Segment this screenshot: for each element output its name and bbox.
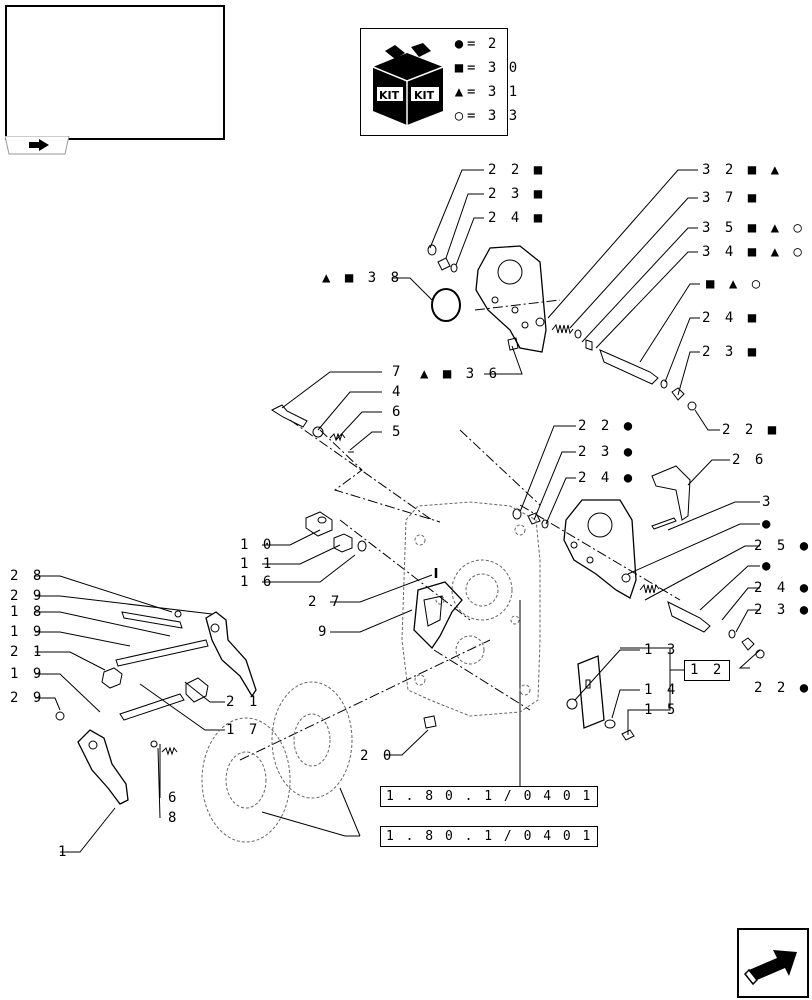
callout-19-lower: 1 9 xyxy=(10,666,45,682)
callout-22-dot-right: 2 2 ● xyxy=(754,680,812,696)
callout-3: 3 xyxy=(762,494,774,510)
callout-24-dot-right: 2 4 ● xyxy=(754,580,812,596)
kit-row-square: ■= 3 0 xyxy=(454,60,520,76)
callout-10: 1 0 xyxy=(240,537,275,553)
callout-13: 1 3 xyxy=(644,642,679,658)
callout-15: 1 5 xyxy=(644,702,679,718)
kit-box-icon xyxy=(372,43,444,125)
callout-18: 1 8 xyxy=(10,604,45,620)
callout-35: 3 5 ■ ▲ ○ xyxy=(702,220,805,236)
callout-24-square-right: 2 4 ■ xyxy=(702,310,760,326)
callout-23-dot: 2 3 ● xyxy=(578,444,636,460)
kit-row-circle: ○= 3 3 xyxy=(454,108,520,124)
kit-legend: KIT KIT ●= 2 ■= 3 0 ▲= 3 1 ○= 3 3 xyxy=(360,28,517,136)
callout-28: 2 8 xyxy=(10,568,45,584)
callout-21-right: 2 1 xyxy=(226,694,261,710)
callout-29-lower: 2 9 xyxy=(10,690,45,706)
callout-23-square: 2 3 ■ xyxy=(488,186,546,202)
callout-dot-a: ● xyxy=(762,516,774,532)
callout-21: 2 1 xyxy=(10,644,45,660)
back-arrow-icon[interactable] xyxy=(5,136,73,156)
callout-20: 2 0 xyxy=(360,748,395,764)
callout-kit-symbols: ■ ▲ ○ xyxy=(706,276,764,292)
callout-4: 4 xyxy=(392,384,404,400)
callout-dot-b: ● xyxy=(762,558,774,574)
reference-link-housing[interactable]: 1 . 8 0 . 1 / 0 4 0 1 xyxy=(380,786,599,807)
callout-9: 9 xyxy=(318,624,330,640)
callout-16: 1 6 xyxy=(240,574,275,590)
callout-14: 1 4 xyxy=(644,682,679,698)
callout-19: 1 9 xyxy=(10,624,45,640)
callout-29: 2 9 xyxy=(10,588,45,604)
kit-label-left: KIT xyxy=(379,89,400,102)
callout-32: 3 2 ■ ▲ xyxy=(702,162,783,178)
callout-7: 7 xyxy=(392,364,404,380)
callout-5: 5 xyxy=(392,424,404,440)
callout-6-lower: 6 xyxy=(168,790,180,806)
callout-23-dot-right: 2 3 ● xyxy=(754,602,812,618)
callout-23-square-right: 2 3 ■ xyxy=(702,344,760,360)
callout-36: ▲ ■ 3 6 xyxy=(420,366,501,382)
kit-label-right: KIT xyxy=(414,89,435,102)
next-page-arrow-icon xyxy=(743,950,797,986)
callout-6: 6 xyxy=(392,404,404,420)
callout-27: 2 7 xyxy=(308,594,343,610)
callout-25-dot: 2 5 ● xyxy=(754,538,812,554)
kit-row-triangle: ▲= 3 1 xyxy=(454,84,520,100)
callout-26: 2 6 xyxy=(732,452,767,468)
callout-17: 1 7 xyxy=(226,722,261,738)
next-page-button[interactable] xyxy=(737,928,809,998)
callout-22-dot: 2 2 ● xyxy=(578,418,636,434)
reference-link-gears[interactable]: 1 . 8 0 . 1 / 0 4 0 1 xyxy=(380,826,599,847)
overview-thumbnail[interactable] xyxy=(5,5,225,140)
callout-11: 1 1 xyxy=(240,556,275,572)
kit-row-dot: ●= 2 xyxy=(454,36,499,52)
callout-22-square-right: 2 2 ■ xyxy=(722,422,780,438)
callout-38: ▲ ■ 3 8 xyxy=(322,270,403,286)
callout-24-square: 2 4 ■ xyxy=(488,210,546,226)
callout-22-square: 2 2 ■ xyxy=(488,162,546,178)
callout-24-dot: 2 4 ● xyxy=(578,470,636,486)
callout-8: 8 xyxy=(168,810,180,826)
callout-34: 3 4 ■ ▲ ○ xyxy=(702,244,805,260)
callout-37: 3 7 ■ xyxy=(702,190,760,206)
callout-1: 1 xyxy=(58,844,70,860)
callout-12-box: 1 2 xyxy=(684,660,731,681)
